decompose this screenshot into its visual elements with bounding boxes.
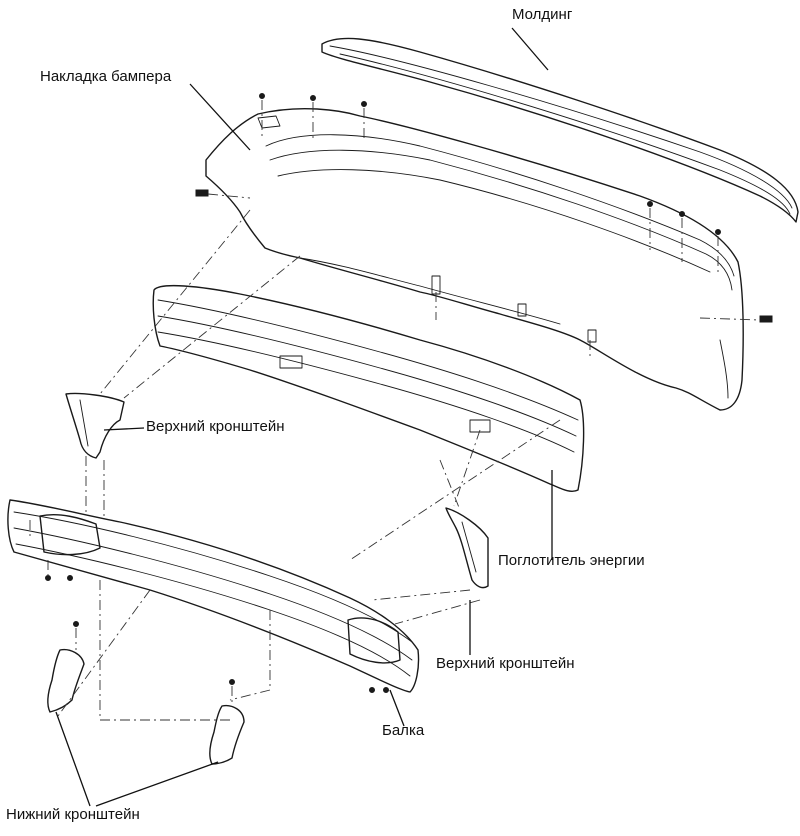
molding-part — [321, 37, 799, 223]
label-upper-bracket-left: Верхний кронштейн — [146, 418, 285, 435]
label-energy-absorber: Поглотитель энергии — [498, 552, 645, 569]
upper-bracket-left-part — [65, 392, 125, 459]
upper-bracket-right-part — [445, 507, 489, 589]
beam-part — [7, 499, 420, 693]
label-molding: Молдинг — [512, 6, 573, 23]
label-upper-bracket-right: Верхний кронштейн — [436, 655, 575, 672]
bumper-cover-part — [205, 107, 744, 411]
label-bumper-cover: Накладка бампера — [40, 68, 172, 85]
energy-absorber-part — [152, 284, 585, 493]
lower-bracket-right-part — [209, 704, 245, 765]
label-lower-bracket: Нижний кронштейн — [6, 806, 140, 823]
fastener-bolts — [45, 93, 773, 693]
lower-bracket-left-part — [47, 648, 85, 713]
leader-lines — [55, 27, 553, 807]
label-beam: Балка — [382, 722, 425, 739]
alignment-lines — [29, 100, 761, 721]
